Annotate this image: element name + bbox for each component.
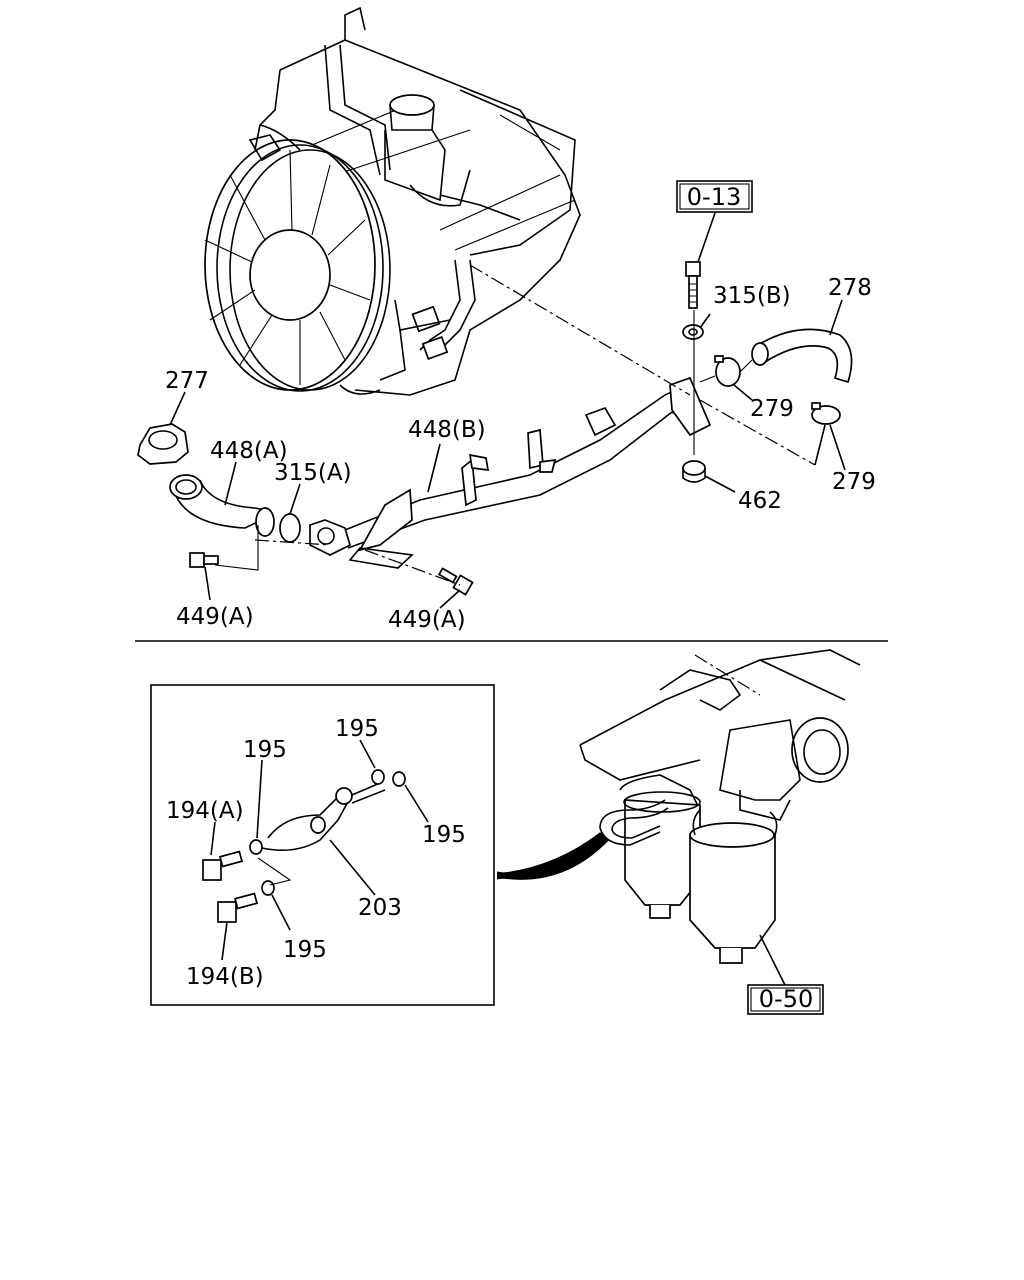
part-195-washer-2: [392, 771, 406, 787]
filter-assembly-drawing: [579, 649, 861, 986]
callout-194b: 194(B): [186, 964, 264, 990]
part-449a-bolt-right: [437, 567, 474, 596]
part-449a-bolt-left: [189, 552, 219, 568]
callout-195-bottom: 195: [283, 937, 327, 963]
part-279-clamp-top: [714, 355, 741, 387]
callout-279-bottom: 279: [832, 469, 876, 495]
pipe-assembly-drawing: [137, 261, 853, 596]
callout-278: 278: [828, 275, 872, 301]
callouts-upper: 277 448(A) 315(A) 448(B) 449(A) 449(A) 3…: [165, 275, 876, 633]
callout-194a: 194(A): [166, 798, 244, 824]
callout-279-top: 279: [750, 396, 794, 422]
part-315a-gasket: [279, 513, 301, 543]
part-195-washer-3: [249, 839, 263, 855]
reference-label-0-13: 0-13: [687, 183, 741, 211]
reference-label-0-50: 0-50: [759, 985, 813, 1013]
part-203-pipe: [261, 782, 386, 851]
callout-277: 277: [165, 368, 209, 394]
leader-lines-upper: [169, 212, 846, 609]
callout-315a: 315(A): [274, 460, 352, 486]
part-315b-washer: [682, 324, 704, 340]
part-462-grommet: [682, 460, 706, 483]
engine-block-drawing: [204, 6, 581, 396]
part-194b-bolt: [217, 892, 258, 923]
part-448b-pipe: [309, 376, 712, 569]
callout-195-top-left: 195: [243, 737, 287, 763]
callout-448b: 448(B): [408, 417, 486, 443]
callout-195-top-right: 195: [335, 716, 379, 742]
bolt-0-13: [685, 261, 701, 309]
callout-462: 462: [738, 488, 782, 514]
callout-203: 203: [358, 895, 402, 921]
part-448a-pipe: [169, 474, 275, 537]
part-195-washer-1: [371, 769, 385, 785]
part-194a-bolt: [202, 850, 243, 881]
part-277-cap: [137, 423, 189, 465]
callout-448a: 448(A): [210, 438, 288, 464]
callout-315b: 315(B): [713, 283, 791, 309]
part-278-hose: [751, 328, 853, 384]
detail-pointer-arrow: [497, 832, 610, 880]
reference-box-0-50: 0-50: [747, 984, 824, 1015]
reference-box-0-13: 0-13: [676, 180, 753, 213]
callout-195-right: 195: [422, 822, 466, 848]
callout-449a-left: 449(A): [176, 604, 254, 630]
detail-box: 195 195 195 195 194(A) 194(B) 203: [150, 684, 495, 1006]
callout-449a-right: 449(A): [388, 607, 466, 633]
part-279-clamp-bottom: [811, 402, 841, 425]
part-195-washer-4: [261, 880, 275, 896]
